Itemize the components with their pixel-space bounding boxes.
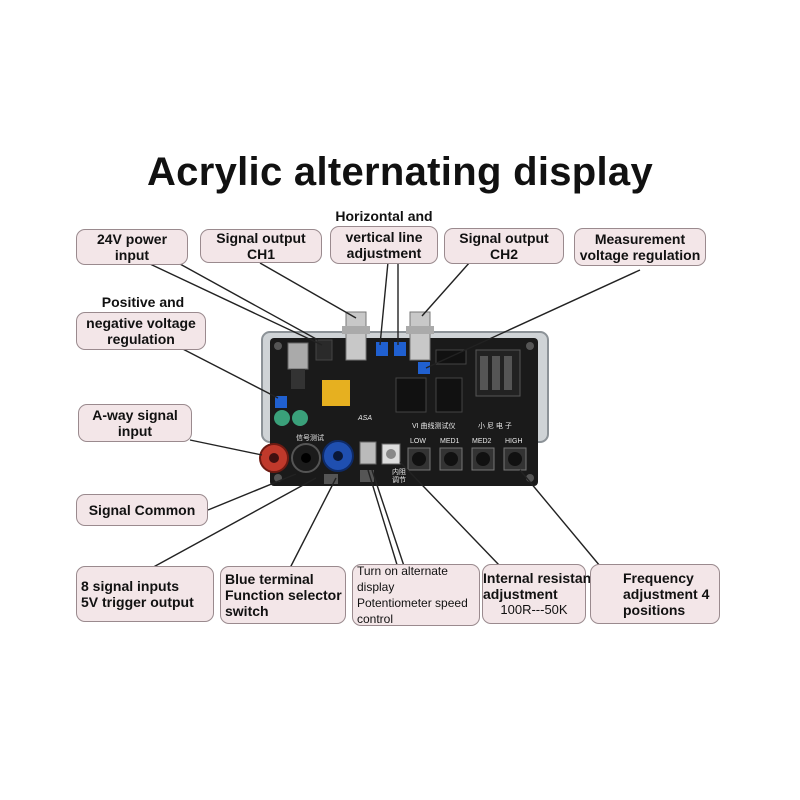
button-label-high: HIGH — [505, 438, 523, 445]
callout-internal-resistance: Internal resistance adjustment 100R---50… — [482, 564, 607, 624]
trimmer-blue — [275, 396, 287, 408]
board-small-label: 内阻 — [392, 467, 406, 476]
button-label-med2: MED2 — [472, 438, 492, 445]
trimmer — [418, 362, 430, 374]
callout-signal-ch1: Signal output CH1 — [200, 229, 322, 263]
callout-pos-neg-voltage: negative voltage regulation — [76, 312, 206, 350]
callout-signal-ch2: Signal output CH2 — [444, 228, 564, 264]
label-pos-neg-top: Positive and — [101, 294, 185, 310]
board-brand-right: 小 尼 电 子 — [478, 421, 512, 430]
trimmer — [376, 342, 388, 356]
callout-hv-adjust: vertical line adjustment — [330, 226, 438, 264]
callout-measurement-voltage: Measurement voltage regulation — [574, 228, 706, 266]
callout-blue-terminal: Blue terminal Function selector switch — [220, 566, 346, 624]
label-hv-adjust-top: Horizontal and — [335, 208, 433, 224]
board-small-label: 调节 — [392, 475, 406, 484]
callout-power-input: 24V power input — [76, 229, 188, 265]
capacitor — [292, 410, 308, 426]
callout-frequency-adjust: Frequency adjustment 4 positions — [590, 564, 720, 624]
bnc-ch2 — [409, 311, 431, 361]
board-small-label: 信号测试 — [296, 433, 324, 442]
ic-chip — [435, 377, 463, 413]
relay — [322, 380, 350, 406]
voltage-regulator — [287, 342, 309, 370]
button-label-low: LOW — [410, 438, 426, 445]
page-title: Acrylic alternating display — [146, 150, 654, 194]
trimmer — [394, 342, 406, 356]
screw — [274, 342, 282, 350]
button-label-med1: MED1 — [440, 438, 460, 445]
push-buttons — [407, 447, 527, 471]
capacitor — [274, 410, 290, 426]
bnc-ch1 — [345, 311, 367, 361]
callout-a-way-input: A-way signal input — [78, 404, 192, 442]
ic-chip — [395, 377, 427, 413]
board-product-name: VI 曲线测试仪 — [412, 421, 456, 430]
callout-alternate-display: Turn on alternate display Potentiometer … — [352, 564, 480, 626]
selector-switch — [359, 441, 377, 465]
callout-eight-signal: 8 signal inputs 5V trigger output — [76, 566, 214, 622]
screw — [526, 342, 534, 350]
board-brand-left: ASA — [357, 415, 372, 422]
callout-signal-common: Signal Common — [76, 494, 208, 526]
power-jack — [315, 339, 333, 361]
leader-lines — [147, 261, 641, 571]
